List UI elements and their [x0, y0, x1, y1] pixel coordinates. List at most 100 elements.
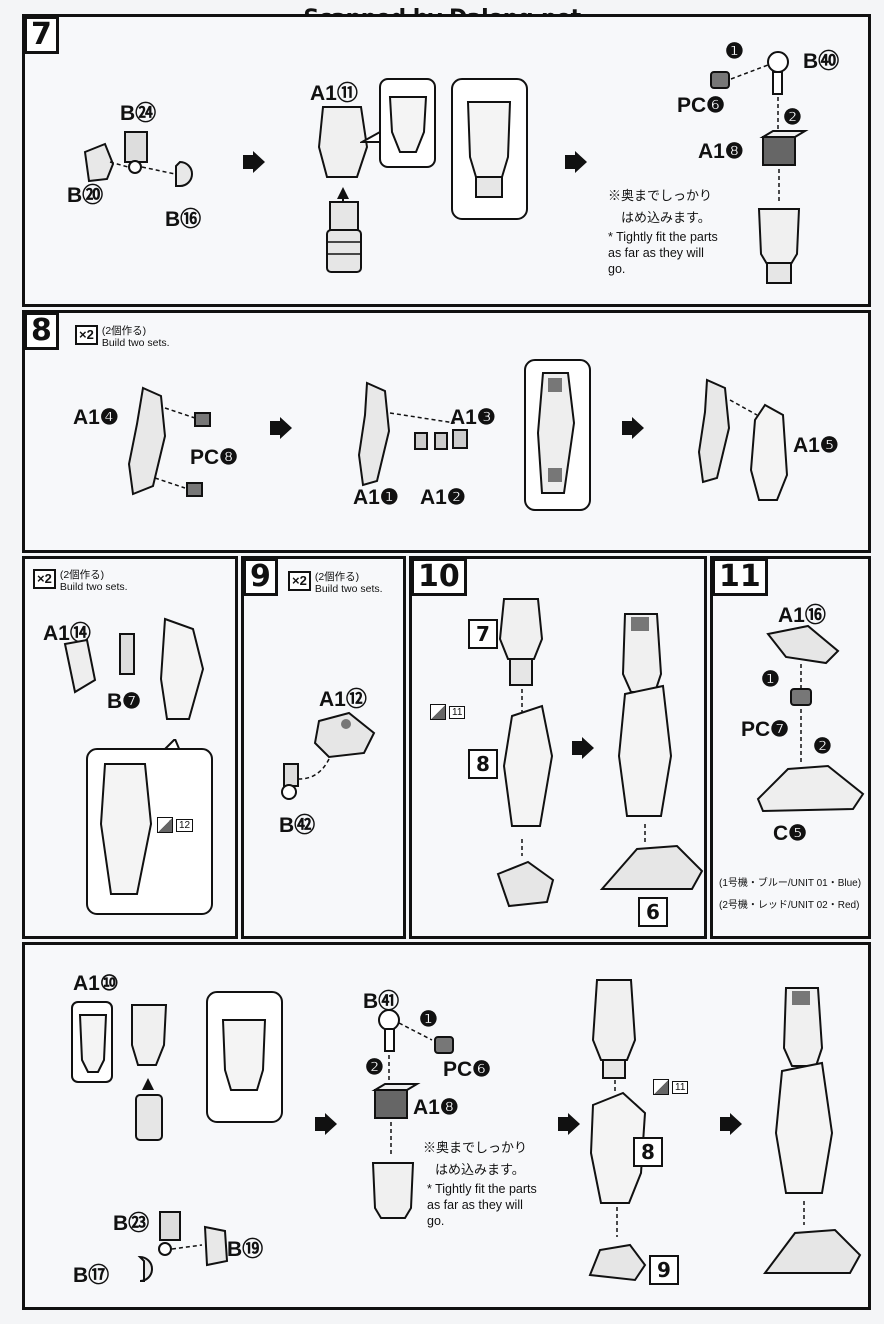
part-label-a18: A1❽ [698, 140, 744, 163]
x2-jp: (2個作る) [59, 569, 105, 581]
decal-ref: 11 [430, 704, 466, 720]
decal-swatch-icon [653, 1079, 669, 1095]
x2-en: Build two sets. [59, 581, 128, 593]
part-label-b42: B㊷ [279, 814, 316, 837]
thigh-part-icon [317, 106, 369, 273]
part-label-a16: A1⑯ [778, 604, 826, 627]
x2-jp: (2個作る) [314, 571, 360, 583]
lower-leg-frame-icon [127, 386, 211, 497]
ankle-joint-icon [281, 711, 376, 800]
ref-step-7: 7 [468, 619, 498, 649]
assembled-leg-icon [763, 987, 862, 1274]
leg-subassembly-icon [588, 979, 647, 1282]
lower-leg-frame-parts-icon [357, 381, 468, 487]
part-label-a1: A1❶ [353, 486, 399, 509]
marker-1: ❶ [419, 1008, 438, 1031]
thigh-assembled-icon [206, 991, 283, 1123]
lower-leg-side-armor-icon [63, 617, 205, 720]
foot-part-icon [756, 624, 865, 813]
step-arrow-icon [315, 1113, 337, 1135]
ref-step-6: 6 [638, 897, 668, 927]
ref-step-8: 8 [633, 1137, 663, 1167]
part-label-b7: B❼ [107, 690, 141, 713]
step-11-panel: 11 A1⑯ ❶ PC❼ ❷ C❺ (1号機・ブルー/UNIT 01・Blue)… [710, 556, 871, 939]
step-arrow-icon [572, 737, 594, 759]
part-label-b41: B㊶ [363, 990, 400, 1013]
part-label-a10: A1⑩ [73, 972, 119, 995]
part-label-b24: B㉔ [120, 102, 157, 125]
part-label-a2: A1❷ [420, 486, 466, 509]
x2-badge: ×2 [288, 571, 311, 591]
fit-note-jp-2: はめ込みます。 [435, 1162, 525, 1177]
part-label-a5: A1❺ [793, 434, 839, 457]
part-label-pc7: PC❼ [741, 718, 789, 741]
step-number: 11 [713, 559, 768, 596]
thigh-detail-callout-icon [360, 78, 436, 168]
marker-1: ❶ [761, 668, 780, 691]
step-arrow-icon [720, 1113, 742, 1135]
knee-joint-icon [710, 51, 809, 284]
hip-joint-parts-icon [83, 131, 193, 187]
fit-note-en: * Tightly fit the parts as far as they w… [608, 230, 718, 276]
step-arrow-icon [270, 417, 292, 439]
decal-swatch-icon [430, 704, 446, 720]
part-label-a12: A1⑫ [319, 688, 367, 711]
fit-note-jp-1: ※奥までしっかり [423, 1140, 528, 1155]
ref-step-8: 8 [468, 749, 498, 779]
x2-en: Build two sets. [101, 337, 170, 349]
part-label-c5: C❺ [773, 822, 807, 845]
decal-swatch-icon [157, 817, 173, 833]
step-8-panel: 8 ×2 (2個作る)Build two sets. A1❹ PC❽ A1❸ A… [22, 310, 871, 553]
part-label-pc6: PC❻ [443, 1058, 491, 1081]
part-label-a18: A1❽ [413, 1096, 459, 1119]
part-label-b23: B㉓ [113, 1212, 150, 1235]
step-number: 7 [25, 17, 59, 54]
decal-number: 11 [672, 1080, 689, 1094]
decal-ref: 12 [157, 817, 194, 833]
bottom-assembly-panel: A1⑩ B㉓ B⑲ B⑰ B㊶ ❶ ❷ PC❻ A1❽ ※奥までしっかり [22, 942, 871, 1310]
step-10-panel: 10 7 8 6 11 [409, 556, 707, 939]
x2-badge: ×2 [33, 569, 56, 589]
unit-02-note: (2号機・レッド/UNIT 02・Red) [719, 900, 860, 911]
part-label-b40: B㊵ [803, 50, 840, 73]
ref-step-9: 9 [649, 1255, 679, 1285]
step-arrow-icon [243, 151, 265, 173]
part-label-pc8: PC❽ [190, 446, 238, 469]
x2-jp: (2個作る) [101, 325, 147, 337]
step-arrow-icon [565, 151, 587, 173]
part-label-b19: B⑲ [227, 1238, 264, 1261]
build-two-sets-note: ×2 (2個作る)Build two sets. [33, 569, 128, 593]
part-label-pc6: PC❻ [677, 94, 725, 117]
hip-joint-parts-icon [137, 1211, 229, 1282]
build-two-sets-note: ×2 (2個作る)Build two sets. [288, 571, 383, 595]
frame-detail-callout-icon [524, 359, 591, 511]
assembled-leg-icon [599, 613, 704, 890]
part-label-a4: A1❹ [73, 406, 119, 429]
thigh-part-icon [71, 1001, 168, 1141]
part-label-a3: A1❸ [450, 406, 496, 429]
marker-2: ❷ [365, 1056, 384, 1079]
fit-note-en: * Tightly fit the parts as far as they w… [427, 1182, 537, 1228]
part-label-a11: A1⑪ [310, 82, 358, 105]
marker-1: ❶ [725, 40, 744, 63]
part-label-b20: B⑳ [67, 184, 104, 207]
step-arrow-icon [558, 1113, 580, 1135]
unit-01-note: (1号機・ブルー/UNIT 01・Blue) [719, 878, 862, 889]
decal-number: 12 [176, 818, 194, 832]
fit-note-jp-1: ※奥までしっかり [608, 188, 713, 203]
x2-en: Build two sets. [314, 583, 383, 595]
knee-joint-icon [371, 1009, 454, 1219]
lower-leg-armor-icon [697, 378, 789, 501]
thigh-assembled-icon [451, 78, 528, 220]
step-8-continued-panel: ×2 (2個作る)Build two sets. A1⑭ B❼ 12 [22, 556, 238, 939]
leg-subassembly-icon [496, 598, 555, 908]
step-number: 9 [244, 559, 278, 596]
step-9-panel: 9 ×2 (2個作る)Build two sets. A1⑫ B㊷ [241, 556, 406, 939]
marker-2: ❷ [813, 735, 832, 758]
decal-number: 11 [449, 705, 466, 719]
build-two-sets-note: ×2 (2個作る)Build two sets. [75, 325, 170, 349]
marker-2: ❷ [783, 106, 802, 129]
part-label-a14: A1⑭ [43, 622, 91, 645]
step-number: 10 [412, 559, 467, 596]
step-arrow-icon [622, 417, 644, 439]
